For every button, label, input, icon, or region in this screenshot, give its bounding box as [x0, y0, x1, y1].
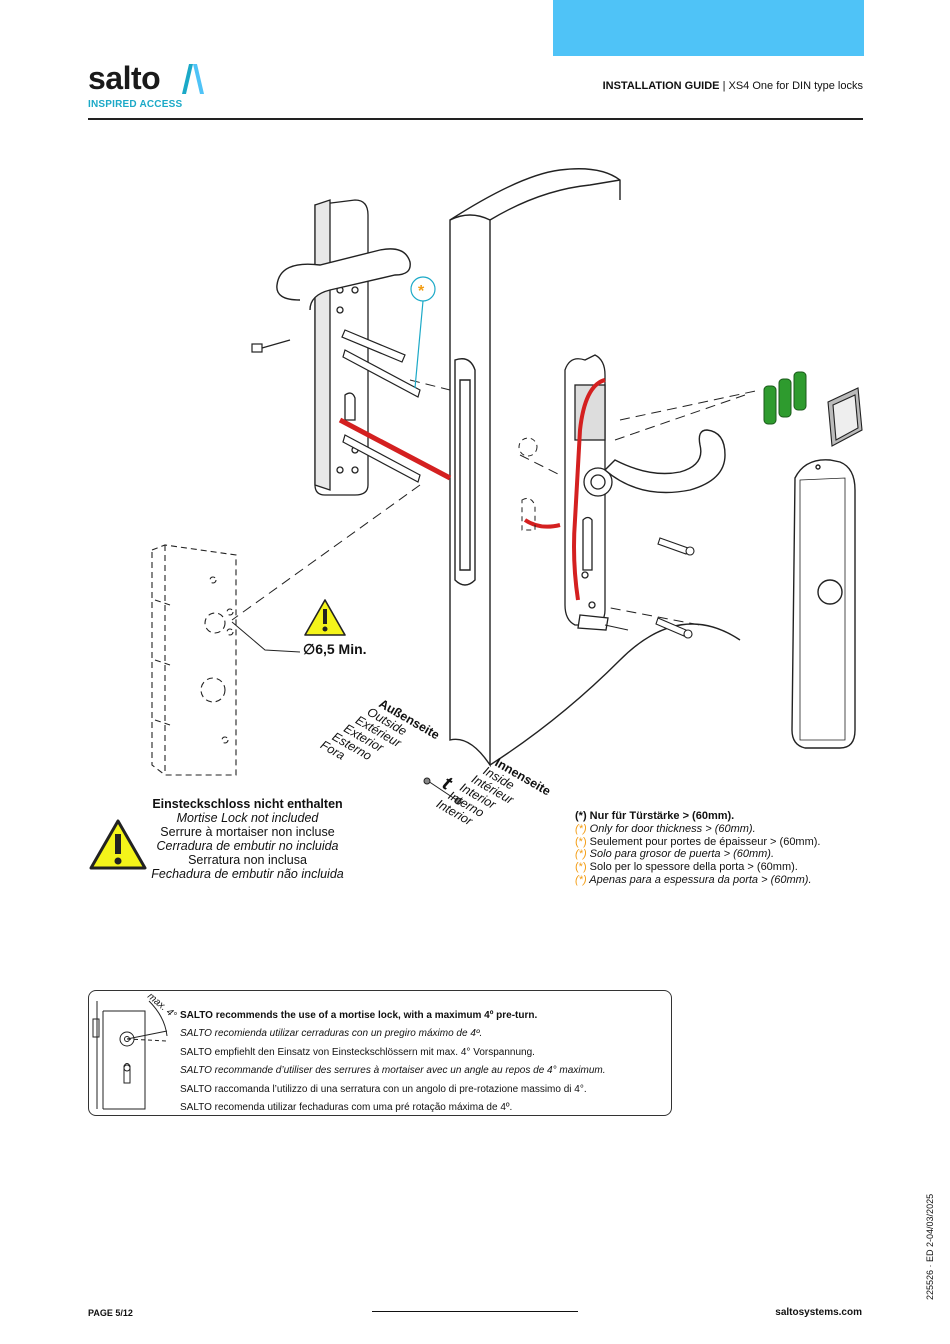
brand-logo-word: salto — [88, 60, 161, 96]
brand-logo-icon — [182, 64, 204, 94]
thickness-note-marker: (*) — [575, 822, 587, 835]
batteries-icon — [763, 371, 807, 425]
door-cutouts — [518, 437, 538, 531]
guide-title-separator: | — [719, 80, 729, 92]
battery-cover — [827, 387, 863, 447]
mortise-note-fr: Serrure à mortaiser non incluse — [160, 825, 335, 839]
mortise-note-it: Serratura non inclusa — [188, 853, 307, 867]
thickness-note-it: (*) Solo per lo spessore della porta > (… — [575, 861, 820, 874]
pre-turn-line-en: SALTO recommends the use of a mortise lo… — [180, 1010, 538, 1021]
installation-diagram: * — [151, 168, 863, 829]
pre-turn-line-pt: SALTO recomenda utilizar fechaduras com … — [180, 1102, 513, 1114]
warning-icon — [89, 819, 147, 870]
thickness-note-marker: (*) — [575, 848, 587, 861]
thickness-note-title: (*) Nur für Türstärke > (60mm). — [575, 810, 735, 822]
thickness-note-text: Solo para grosor de puerta > (60mm). — [586, 848, 775, 861]
thickness-indicator — [423, 777, 462, 805]
guide-title: INSTALLATION GUIDE | XS4 One for DIN typ… — [603, 80, 863, 92]
website-link[interactable]: saltosystems.com — [775, 1307, 862, 1318]
thickness-note-marker: (*) — [575, 835, 587, 848]
guide-title-main: INSTALLATION GUIDE — [602, 80, 720, 92]
thickness-callout — [410, 276, 436, 389]
document-code: 225526 · ED 2-04/03/2025 — [925, 1193, 935, 1300]
cable-red-inside — [523, 378, 606, 601]
pre-turn-line-it: SALTO raccomanda l’utilizzo di una serra… — [180, 1083, 587, 1095]
thickness-note-en: (*) Only for door thickness > (60mm). — [575, 823, 820, 836]
screws — [604, 537, 695, 639]
thickness-note-pt: (*) Apenas para a espessura da porta > (… — [575, 874, 820, 887]
door-illustration — [449, 168, 741, 768]
thickness-note-text: Solo per lo spessore della porta > (60mm… — [586, 861, 798, 874]
pre-turn-recommendation-box — [88, 990, 672, 1116]
mortise-note-title: Einsteckschloss nicht enthalten — [152, 797, 343, 811]
pre-turn-line-de: SALTO empfiehlt den Einsatz von Einsteck… — [180, 1046, 535, 1058]
warning-icon-small — [304, 599, 346, 636]
pre-turn-recommendation-text: SALTO recommends the use of a mortise lo… — [180, 1007, 605, 1117]
mortise-lock-illustration — [151, 544, 237, 776]
cable-red-outside — [338, 417, 452, 481]
footer-divider — [372, 1311, 578, 1312]
inside-cover — [791, 459, 856, 749]
thickness-note-es: (*) Solo para grosor de puerta > (60mm). — [575, 848, 820, 861]
assembly-lines — [231, 379, 761, 626]
thickness-note-fr: (*) Seulement pour portes de épaisseur >… — [575, 836, 820, 849]
asterisk-marker: * — [418, 283, 425, 300]
thickness-note-marker: (*) — [575, 873, 587, 886]
outside-handle — [276, 248, 411, 311]
pre-turn-angle-label: max. 4° — [145, 991, 178, 1021]
mortise-note-es: Cerradura de embutir no incluida — [156, 839, 339, 853]
page-number: PAGE 5/12 — [88, 1308, 133, 1318]
header-divider — [88, 118, 863, 120]
pre-turn-illustration: max. 4° — [92, 991, 178, 1110]
pre-turn-line-es: SALTO recomienda utilizar cerraduras con… — [180, 1028, 483, 1040]
spindles — [251, 329, 421, 483]
mortise-note-en: Mortise Lock not included — [176, 811, 319, 825]
thickness-note-text: Only for door thickness > (60mm). — [586, 822, 756, 835]
pre-turn-line-fr: SALTO recommande d’utiliser des serrures… — [180, 1065, 606, 1077]
guide-title-subtitle: XS4 One for DIN type locks — [728, 80, 864, 92]
inside-handle — [603, 429, 726, 494]
door-thickness-note: (*) Nur für Türstärke > (60mm). (*) Only… — [575, 810, 820, 887]
mortise-not-included-note: Einsteckschloss nicht enthalten Mortise … — [145, 797, 350, 881]
mortise-note-pt: Fechadura de embutir não incluida — [151, 867, 344, 881]
thickness-note-text: Seulement pour portes de épaisseur > (60… — [586, 835, 821, 848]
thickness-note-marker: (*) — [575, 861, 587, 874]
diameter-label: ∅6,5 Min. — [303, 641, 367, 657]
thickness-note-text: Apenas para a espessura da porta > (60mm… — [586, 873, 812, 886]
header-accent-bar — [553, 0, 864, 56]
brand-tagline: INSPIRED ACCESS — [88, 99, 183, 110]
